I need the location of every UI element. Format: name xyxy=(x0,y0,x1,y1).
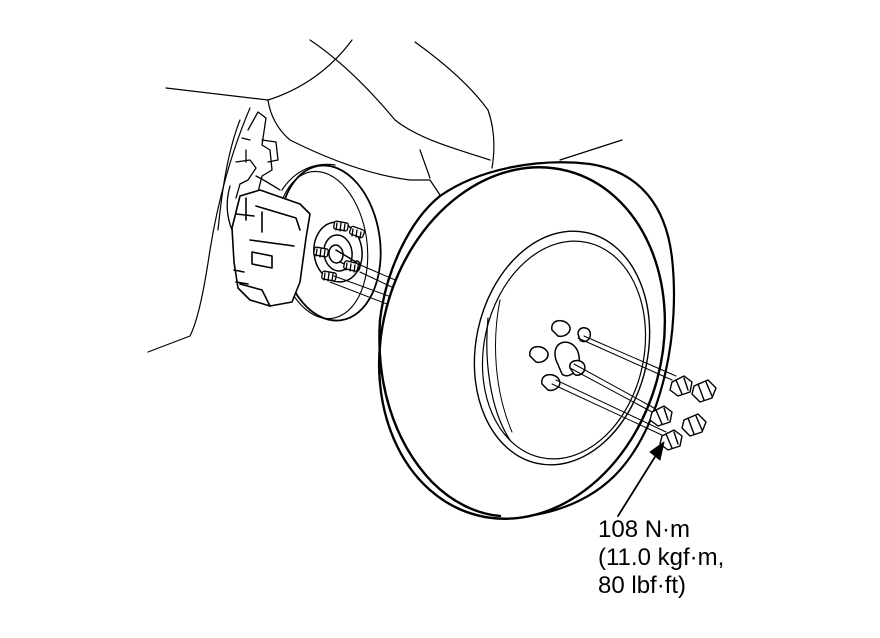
torque-lbf-text: 80 lbf·ft) xyxy=(598,572,687,599)
wheel-stud-right-bottom xyxy=(343,260,359,273)
torque-nm-text: 108 N·m xyxy=(598,516,691,543)
brake-caliper xyxy=(231,189,311,307)
suspension-knuckle xyxy=(226,111,281,231)
wheel-nuts xyxy=(649,375,717,451)
wheel-nut-3 xyxy=(649,405,673,427)
nut-alignment-lines xyxy=(551,335,677,437)
lug-hole-bottom xyxy=(541,373,561,392)
wheel-nut-4 xyxy=(681,413,707,437)
lug-hole-left xyxy=(529,345,549,364)
wheel-rim-outer xyxy=(473,230,651,466)
wheel-stud-left xyxy=(313,246,329,258)
tire-and-wheel xyxy=(377,161,676,520)
torque-kgf-text: (11.0 kgf·m, xyxy=(598,544,725,571)
tire-sidewall xyxy=(377,166,667,520)
wheel-nut-5 xyxy=(659,429,683,451)
lug-hole-right xyxy=(577,327,592,343)
vehicle-body-outline xyxy=(147,39,623,353)
torque-spec-label: 108 N·m (11.0 kgf·m, 80 lbf·ft) xyxy=(598,516,724,600)
wheel-nut-2 xyxy=(691,379,717,403)
wheel-studs xyxy=(313,220,366,282)
wheel-lug-holes xyxy=(529,319,592,392)
wheel-stud-top xyxy=(333,220,349,232)
torque-callout-arrow xyxy=(617,441,665,517)
wheel-stud-right-top xyxy=(348,225,366,239)
wheel-nut-1 xyxy=(669,375,693,397)
lug-hole-top xyxy=(551,319,571,338)
